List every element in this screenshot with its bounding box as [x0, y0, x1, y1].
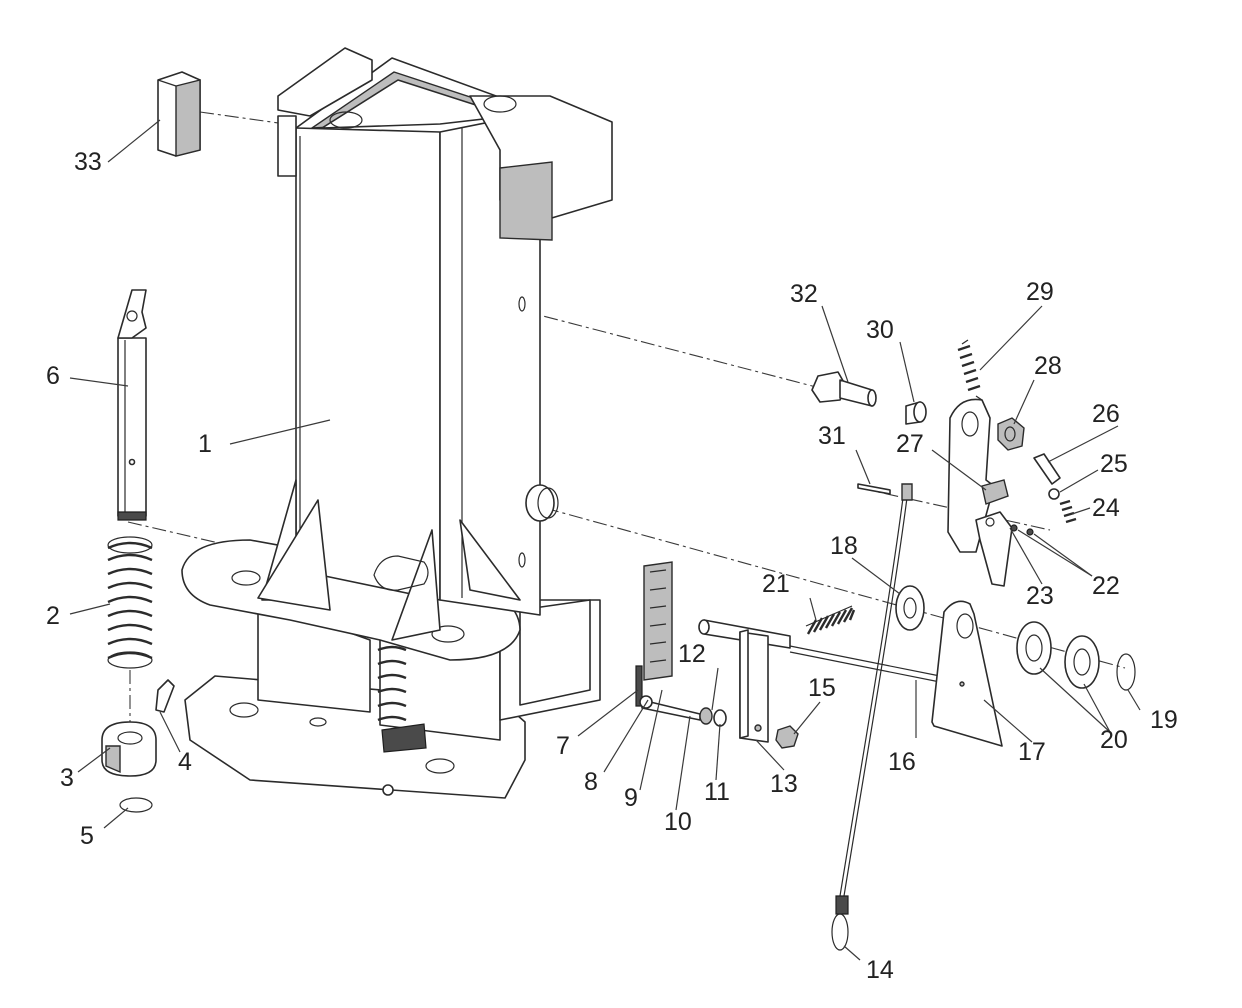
callout-17: 17	[1018, 738, 1046, 766]
callout-6: 6	[46, 362, 60, 390]
part-13-handle	[698, 619, 791, 743]
part-30-bushing	[905, 401, 927, 425]
callout-29: 29	[1026, 278, 1054, 306]
part-10-11-12-nuts	[699, 707, 727, 727]
part-25-nut	[1048, 488, 1060, 500]
part-31-pin	[857, 483, 891, 495]
callout-21: 21	[762, 570, 790, 598]
part-18-washer	[895, 585, 925, 631]
callout-5: 5	[80, 822, 94, 850]
part-22-pins	[1010, 524, 1034, 536]
callout-28: 28	[1034, 352, 1062, 380]
callout-25: 25	[1100, 450, 1128, 478]
callout-22: 22	[1092, 572, 1120, 600]
part-6-pin	[117, 289, 147, 521]
main-frame	[181, 47, 613, 799]
callout-32: 32	[790, 280, 818, 308]
part-20-washers	[1016, 621, 1100, 689]
callout-15: 15	[808, 674, 836, 702]
part-29-spring	[957, 339, 983, 401]
callout-9: 9	[624, 784, 638, 812]
part-7-8-chain-assembly	[635, 561, 673, 707]
callout-27: 27	[896, 430, 924, 458]
part-17-bracket	[931, 600, 1003, 747]
callout-31: 31	[818, 422, 846, 450]
callout-19: 19	[1150, 706, 1178, 734]
callout-1: 1	[198, 430, 212, 458]
part-26-bolt	[1033, 453, 1061, 485]
callout-8: 8	[584, 768, 598, 796]
callout-30: 30	[866, 316, 894, 344]
part-28-nut	[997, 417, 1025, 451]
part-27-lever	[947, 398, 1009, 553]
callout-18: 18	[830, 532, 858, 560]
part-15-nut	[775, 725, 799, 749]
part-33-block	[157, 71, 201, 157]
callout-13: 13	[770, 770, 798, 798]
part-23-pawl	[975, 511, 1013, 587]
callout-7: 7	[556, 732, 570, 760]
callout-10: 10	[664, 808, 692, 836]
part-3-collar	[101, 721, 157, 777]
callout-16: 16	[888, 748, 916, 776]
callout-2: 2	[46, 602, 60, 630]
part-2-spring	[107, 536, 153, 669]
part-19-circlip	[1116, 653, 1136, 691]
callout-labels: 33 1 6 2 3 4 5 7 8 9 10 11 12 13 14 15 1…	[46, 148, 1178, 984]
leader-lines	[69, 119, 1141, 961]
callout-20: 20	[1100, 726, 1128, 754]
callout-14: 14	[866, 956, 894, 984]
callout-24: 24	[1092, 494, 1120, 522]
callout-11: 11	[704, 778, 730, 806]
part-16-rod	[789, 645, 941, 683]
callout-33: 33	[74, 148, 102, 176]
part-24-spring	[1059, 499, 1077, 524]
callout-23: 23	[1026, 582, 1054, 610]
callout-3: 3	[60, 764, 74, 792]
part-4-screw	[155, 679, 175, 713]
part-14-cable	[831, 483, 913, 951]
part-5-circlip	[119, 797, 153, 813]
part-21-spring	[805, 605, 856, 635]
callout-12: 12	[678, 640, 706, 668]
part-9-bolt	[639, 695, 701, 721]
callout-26: 26	[1092, 400, 1120, 428]
callout-4: 4	[178, 748, 192, 776]
part-32-shaft	[811, 371, 877, 407]
